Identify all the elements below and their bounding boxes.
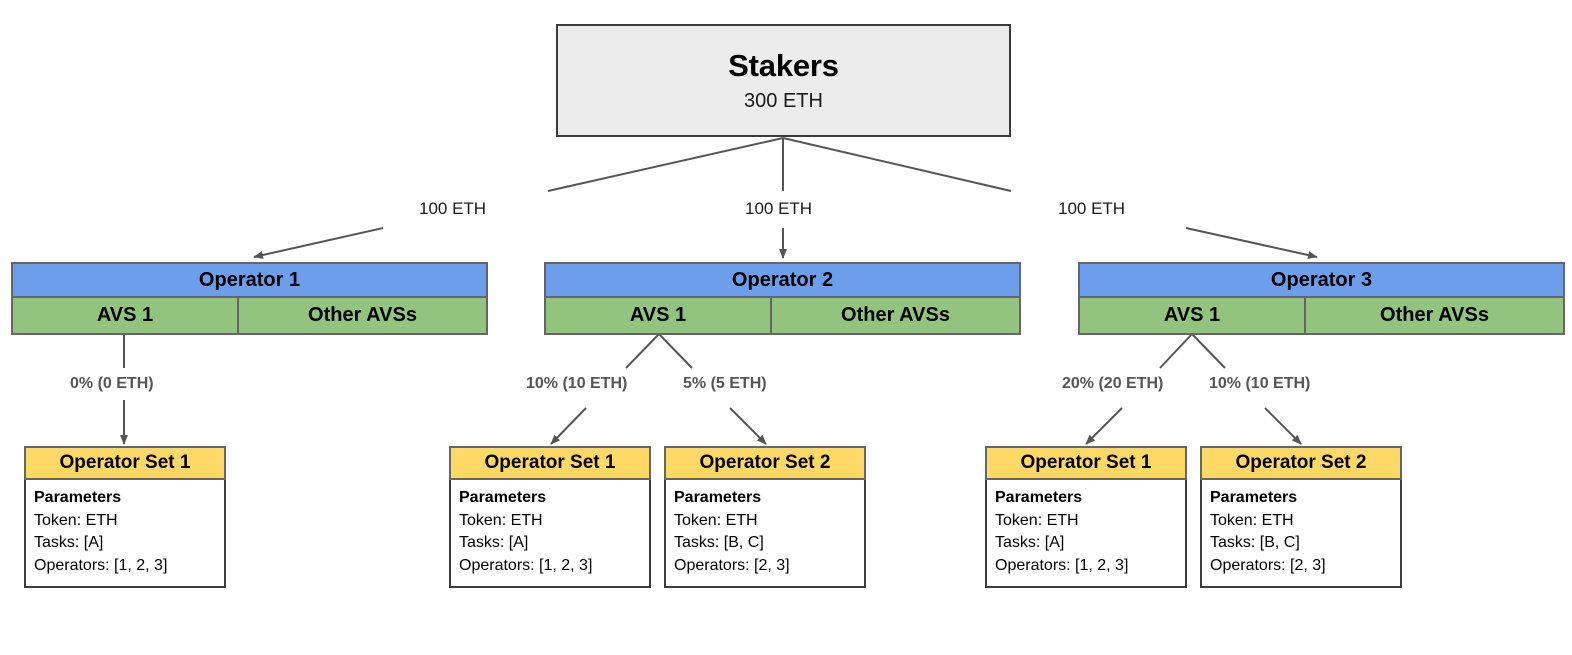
edge-operator2-set2-upper <box>658 333 693 369</box>
operator-set-1-1-body: Parameters Token: ETH Tasks: [A] Operato… <box>24 480 226 588</box>
allocation-label-operator3-set2: 10% (10 ETH) <box>1209 375 1311 392</box>
edge-stakers-operator1-upper <box>547 137 784 192</box>
allocation-label-operator2-set2: 5% (5 ETH) <box>683 375 767 392</box>
allocation-label-operator1-set1: 0% (0 ETH) <box>70 375 154 392</box>
edge-stakers-operator3-lower <box>1185 227 1318 259</box>
edge-operator3-set1-lower <box>1085 407 1123 445</box>
operator-set-3-2-tasks: Tasks: [B, C] <box>1210 534 1300 552</box>
operator-set-1-1-token: Token: ETH <box>34 511 118 529</box>
operator-set-2-1-body: Parameters Token: ETH Tasks: [A] Operato… <box>449 480 651 588</box>
operator-set-1-1-operators: Operators: [1, 2, 3] <box>34 557 168 575</box>
operator-2-avs-row: AVS 1 Other AVSs <box>546 298 1019 333</box>
operator-set-2-2-tasks: Tasks: [B, C] <box>674 534 764 552</box>
edge-operator2-set1-upper <box>625 333 660 369</box>
stakers-title: Stakers <box>728 48 839 84</box>
stakers-node[interactable]: Stakers 300 ETH <box>556 24 1011 137</box>
operator-set-2-1-token: Token: ETH <box>459 511 543 529</box>
operator-set-node-1-1[interactable]: Operator Set 1 Parameters Token: ETH Tas… <box>24 446 226 588</box>
edge-operator3-set2-lower <box>1264 407 1302 445</box>
operator-set-3-1-title: Operator Set 1 <box>985 446 1187 480</box>
operator-set-2-2-params-heading: Parameters <box>674 489 762 506</box>
operator-set-2-1-params-heading: Parameters <box>459 489 547 506</box>
operator-1-avs-1-cell[interactable]: AVS 1 <box>13 298 239 333</box>
operator-set-3-1-body: Parameters Token: ETH Tasks: [A] Operato… <box>985 480 1187 588</box>
edge-operator3-set1-upper <box>1159 333 1193 369</box>
operator-3-avs-row: AVS 1 Other AVSs <box>1080 298 1563 333</box>
operator-set-1-1-tasks: Tasks: [A] <box>34 534 104 552</box>
operator-set-3-2-body: Parameters Token: ETH Tasks: [B, C] Oper… <box>1200 480 1402 588</box>
operator-set-3-2-params-heading: Parameters <box>1210 489 1298 506</box>
operator-3-avs-1-cell[interactable]: AVS 1 <box>1080 298 1306 333</box>
operator-set-3-2-operators: Operators: [2, 3] <box>1210 557 1326 575</box>
operator-set-2-1-title: Operator Set 1 <box>449 446 651 480</box>
operator-set-3-1-token: Token: ETH <box>995 511 1079 529</box>
edge-operator2-set2-lower <box>729 407 767 445</box>
delegation-label-operator1: 100 ETH <box>419 199 487 218</box>
operator-set-node-3-1[interactable]: Operator Set 1 Parameters Token: ETH Tas… <box>985 446 1187 588</box>
operator-set-node-3-2[interactable]: Operator Set 2 Parameters Token: ETH Tas… <box>1200 446 1402 588</box>
operator-set-3-1-operators: Operators: [1, 2, 3] <box>995 557 1129 575</box>
edge-operator3-set2-upper <box>1191 333 1226 369</box>
operator-set-2-1-tasks: Tasks: [A] <box>459 534 529 552</box>
edge-stakers-operator3-upper <box>782 137 1012 192</box>
operator-2-other-avss-cell[interactable]: Other AVSs <box>772 298 1019 333</box>
operator-set-3-2-title: Operator Set 2 <box>1200 446 1402 480</box>
operator-set-1-1-params-heading: Parameters <box>34 489 122 506</box>
operator-set-2-2-operators: Operators: [2, 3] <box>674 557 790 575</box>
stakers-amount: 300 ETH <box>744 89 823 112</box>
operator-1-title: Operator 1 <box>13 264 486 298</box>
operator-set-3-1-params-heading: Parameters <box>995 489 1083 506</box>
operator-node-2[interactable]: Operator 2 AVS 1 Other AVSs <box>544 262 1021 335</box>
operator-2-avs-1-cell[interactable]: AVS 1 <box>546 298 772 333</box>
operator-set-1-1-title: Operator Set 1 <box>24 446 226 480</box>
edge-stakers-operator1-lower <box>253 227 384 259</box>
operator-set-node-2-2[interactable]: Operator Set 2 Parameters Token: ETH Tas… <box>664 446 866 588</box>
allocation-label-operator3-set1: 20% (20 ETH) <box>1062 375 1164 392</box>
operator-set-2-2-title: Operator Set 2 <box>664 446 866 480</box>
delegation-label-operator2: 100 ETH <box>745 199 813 218</box>
delegation-label-operator3: 100 ETH <box>1058 199 1126 218</box>
operator-set-3-2-token: Token: ETH <box>1210 511 1294 529</box>
operator-set-node-2-1[interactable]: Operator Set 1 Parameters Token: ETH Tas… <box>449 446 651 588</box>
operator-1-other-avss-cell[interactable]: Other AVSs <box>239 298 486 333</box>
operator-set-3-1-tasks: Tasks: [A] <box>995 534 1065 552</box>
operator-set-2-2-token: Token: ETH <box>674 511 758 529</box>
allocation-label-operator2-set1: 10% (10 ETH) <box>526 375 628 392</box>
operator-set-2-2-body: Parameters Token: ETH Tasks: [B, C] Oper… <box>664 480 866 588</box>
operator-3-other-avss-cell[interactable]: Other AVSs <box>1306 298 1563 333</box>
operator-3-title: Operator 3 <box>1080 264 1563 298</box>
operator-node-3[interactable]: Operator 3 AVS 1 Other AVSs <box>1078 262 1565 335</box>
operator-set-2-1-operators: Operators: [1, 2, 3] <box>459 557 593 575</box>
edge-operator2-set1-lower <box>550 407 587 445</box>
operator-1-avs-row: AVS 1 Other AVSs <box>13 298 486 333</box>
operator-2-title: Operator 2 <box>546 264 1019 298</box>
operator-node-1[interactable]: Operator 1 AVS 1 Other AVSs <box>11 262 488 335</box>
